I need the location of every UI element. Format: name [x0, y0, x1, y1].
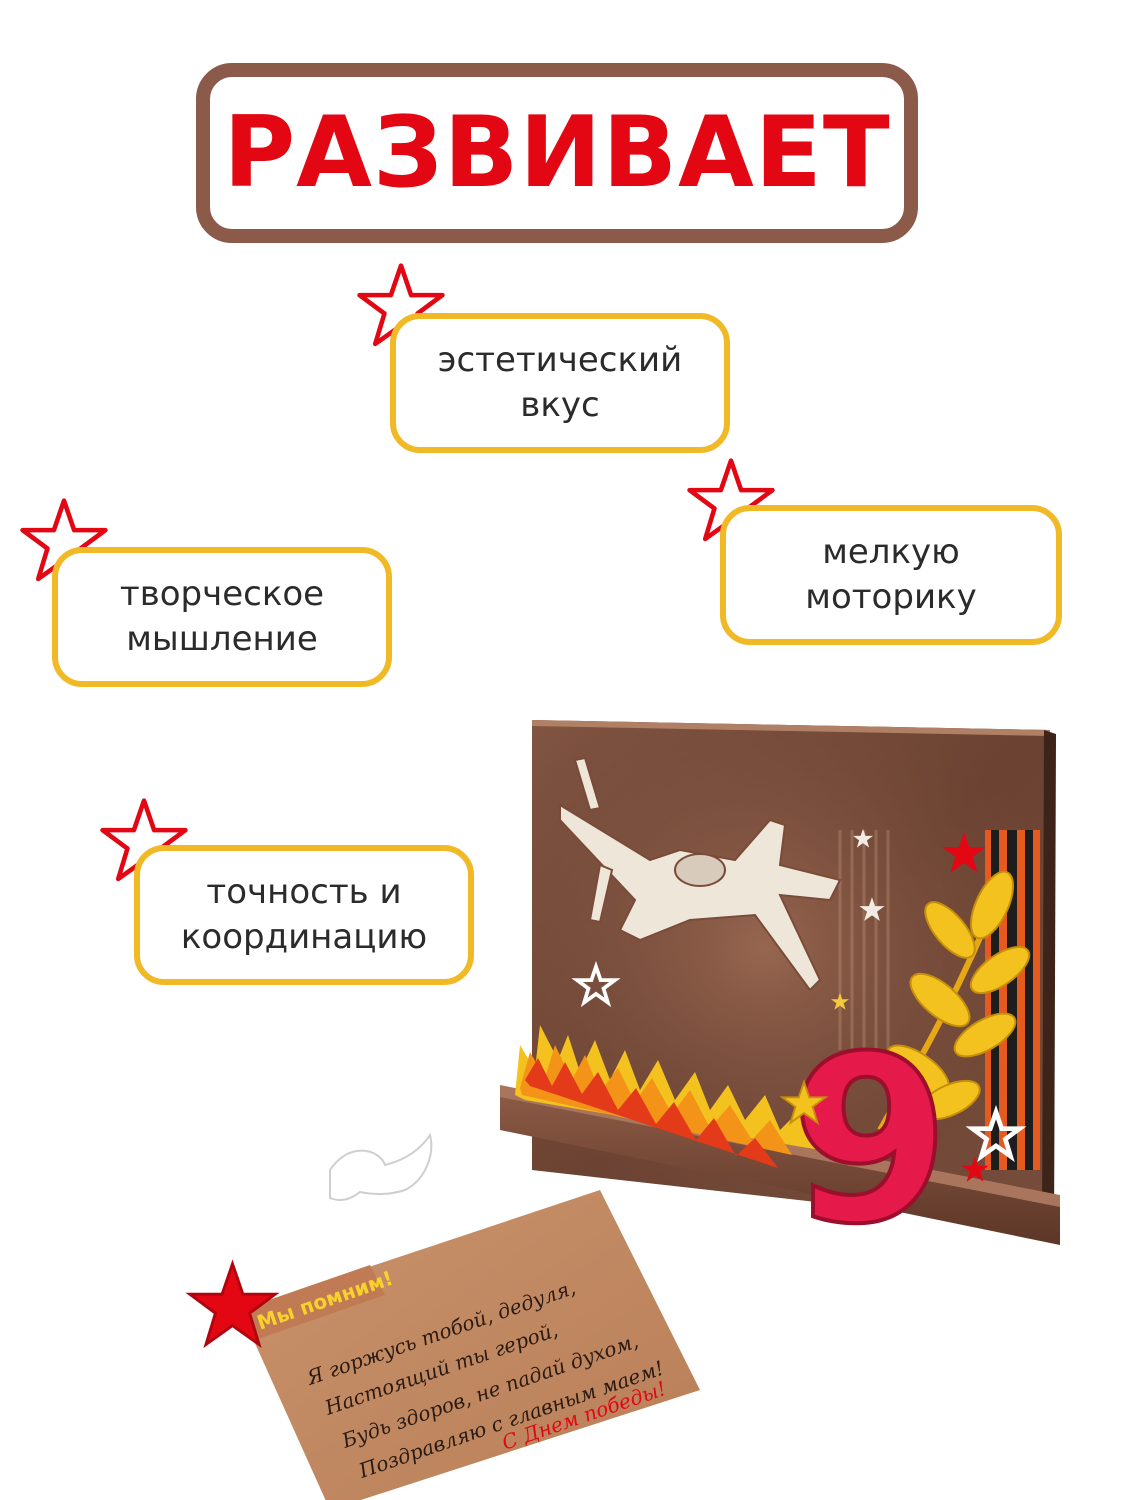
- number-nine: 9: [790, 1008, 950, 1275]
- skill-line: точность и: [206, 872, 402, 913]
- postcard: Мы помним! Я горжусь тобой, дедуля, Наст…: [188, 1132, 700, 1500]
- dove-icon: [329, 1132, 433, 1201]
- board-base: [500, 1095, 1060, 1245]
- skill-line: вкус: [520, 385, 600, 425]
- laurel-icon: [877, 870, 1031, 1132]
- page-title: РАЗВИВАЕТ: [223, 96, 891, 210]
- flame-icon: [515, 1025, 820, 1168]
- skill-line: мелкую: [822, 532, 960, 573]
- skill-line: мышление: [126, 619, 318, 659]
- skill-bubble-aesthetic: эстетический вкус: [390, 313, 730, 453]
- skill-bubble-creative: творческое мышление: [52, 547, 392, 687]
- skill-line: эстетический: [437, 340, 683, 381]
- skill-bubble-motor: мелкую моторику: [720, 505, 1062, 645]
- product-illustration: 9 Мы помним! Я горжусь тобой, дедуля, На…: [188, 720, 1060, 1500]
- skill-line: координацию: [180, 917, 428, 957]
- skill-line: творческое: [119, 574, 325, 615]
- skill-bubble-precision: точность и координацию: [134, 845, 474, 985]
- title-box: РАЗВИВАЕТ: [196, 63, 918, 243]
- skill-line: моторику: [805, 577, 977, 617]
- plane-icon: [559, 756, 842, 992]
